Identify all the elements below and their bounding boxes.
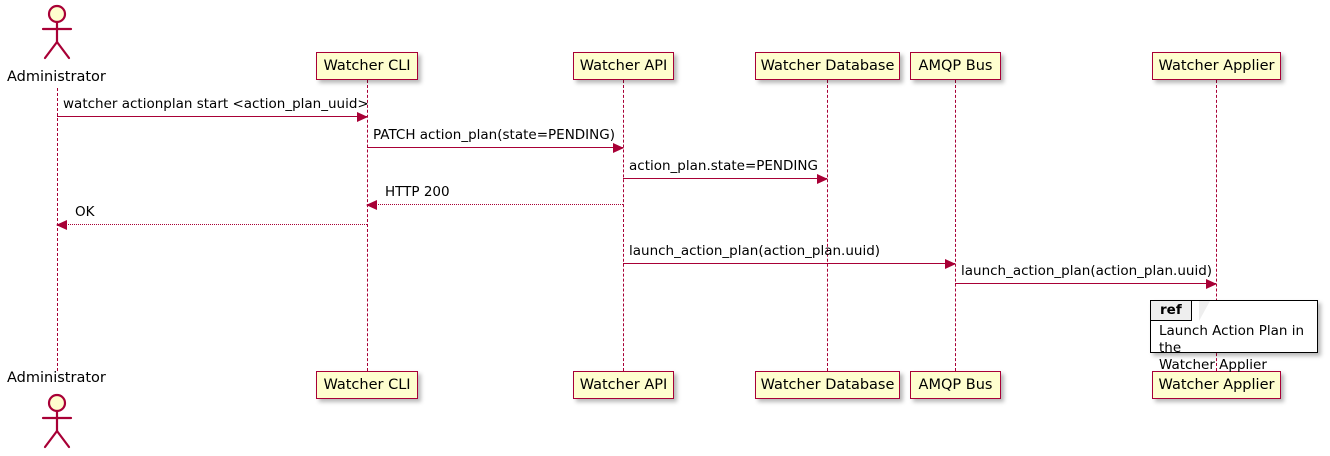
lifeline-watcher-api xyxy=(623,80,624,371)
participant-box-watcher-api-bottom[interactable]: Watcher API xyxy=(573,371,674,399)
arrowhead-right-icon xyxy=(945,258,956,269)
ref-fragment-tab-corner-icon xyxy=(1199,301,1210,321)
actor-label-administrator-bottom: Administrator xyxy=(7,370,106,386)
arrowhead-right-icon xyxy=(613,142,624,153)
participant-box-watcher-cli-bottom[interactable]: Watcher CLI xyxy=(316,371,418,399)
message-line xyxy=(57,224,367,225)
message-label: OK xyxy=(75,204,95,220)
message-label: launch_action_plan(action_plan.uuid) xyxy=(629,243,881,259)
lifeline-watcher-database xyxy=(827,80,828,371)
arrowhead-right-icon xyxy=(1206,278,1217,289)
arrowhead-right-icon xyxy=(357,111,368,122)
message-line xyxy=(623,178,827,179)
actor-administrator-top xyxy=(34,4,80,60)
actor-label-administrator-top: Administrator xyxy=(7,69,106,85)
participant-box-watcher-applier-bottom[interactable]: Watcher Applier xyxy=(1152,371,1281,399)
participant-box-watcher-database-top[interactable]: Watcher Database xyxy=(755,52,900,80)
participant-box-amqp-bus-top[interactable]: AMQP Bus xyxy=(910,52,1001,80)
participant-box-watcher-cli-top[interactable]: Watcher CLI xyxy=(316,52,418,80)
participant-box-watcher-database-bottom[interactable]: Watcher Database xyxy=(755,371,900,399)
ref-fragment-body: Launch Action Plan in the Watcher Applie… xyxy=(1159,323,1311,374)
message-label: watcher actionplan start <action_plan_uu… xyxy=(63,96,369,112)
message-line xyxy=(57,116,367,117)
message-line xyxy=(955,283,1216,284)
arrowhead-left-icon xyxy=(56,219,67,230)
arrowhead-right-icon xyxy=(817,173,828,184)
lifeline-administrator xyxy=(57,88,58,371)
actor-administrator-bottom xyxy=(34,393,80,449)
message-label: PATCH action_plan(state=PENDING) xyxy=(373,127,615,143)
ref-fragment-tab-label: ref xyxy=(1151,301,1192,321)
ref-fragment-body-line-2: Watcher Applier xyxy=(1159,357,1267,373)
message-line xyxy=(367,147,623,148)
message-label: launch_action_plan(action_plan.uuid) xyxy=(961,263,1213,279)
ref-fragment-body-line-1: Launch Action Plan in the xyxy=(1159,323,1305,356)
arrowhead-left-icon xyxy=(366,199,377,210)
ref-fragment-launch-action-plan[interactable]: ref Launch Action Plan in the Watcher Ap… xyxy=(1150,300,1318,373)
message-line xyxy=(367,204,623,205)
lifeline-watcher-cli xyxy=(367,80,368,371)
participant-box-watcher-api-top[interactable]: Watcher API xyxy=(573,52,674,80)
message-line xyxy=(623,263,955,264)
message-label: HTTP 200 xyxy=(385,184,450,200)
lifeline-watcher-applier xyxy=(1216,80,1217,371)
message-label: action_plan.state=PENDING xyxy=(629,158,818,174)
participant-box-watcher-applier-top[interactable]: Watcher Applier xyxy=(1152,52,1281,80)
participant-box-amqp-bus-bottom[interactable]: AMQP Bus xyxy=(910,371,1001,399)
lifeline-amqp-bus xyxy=(955,80,956,371)
